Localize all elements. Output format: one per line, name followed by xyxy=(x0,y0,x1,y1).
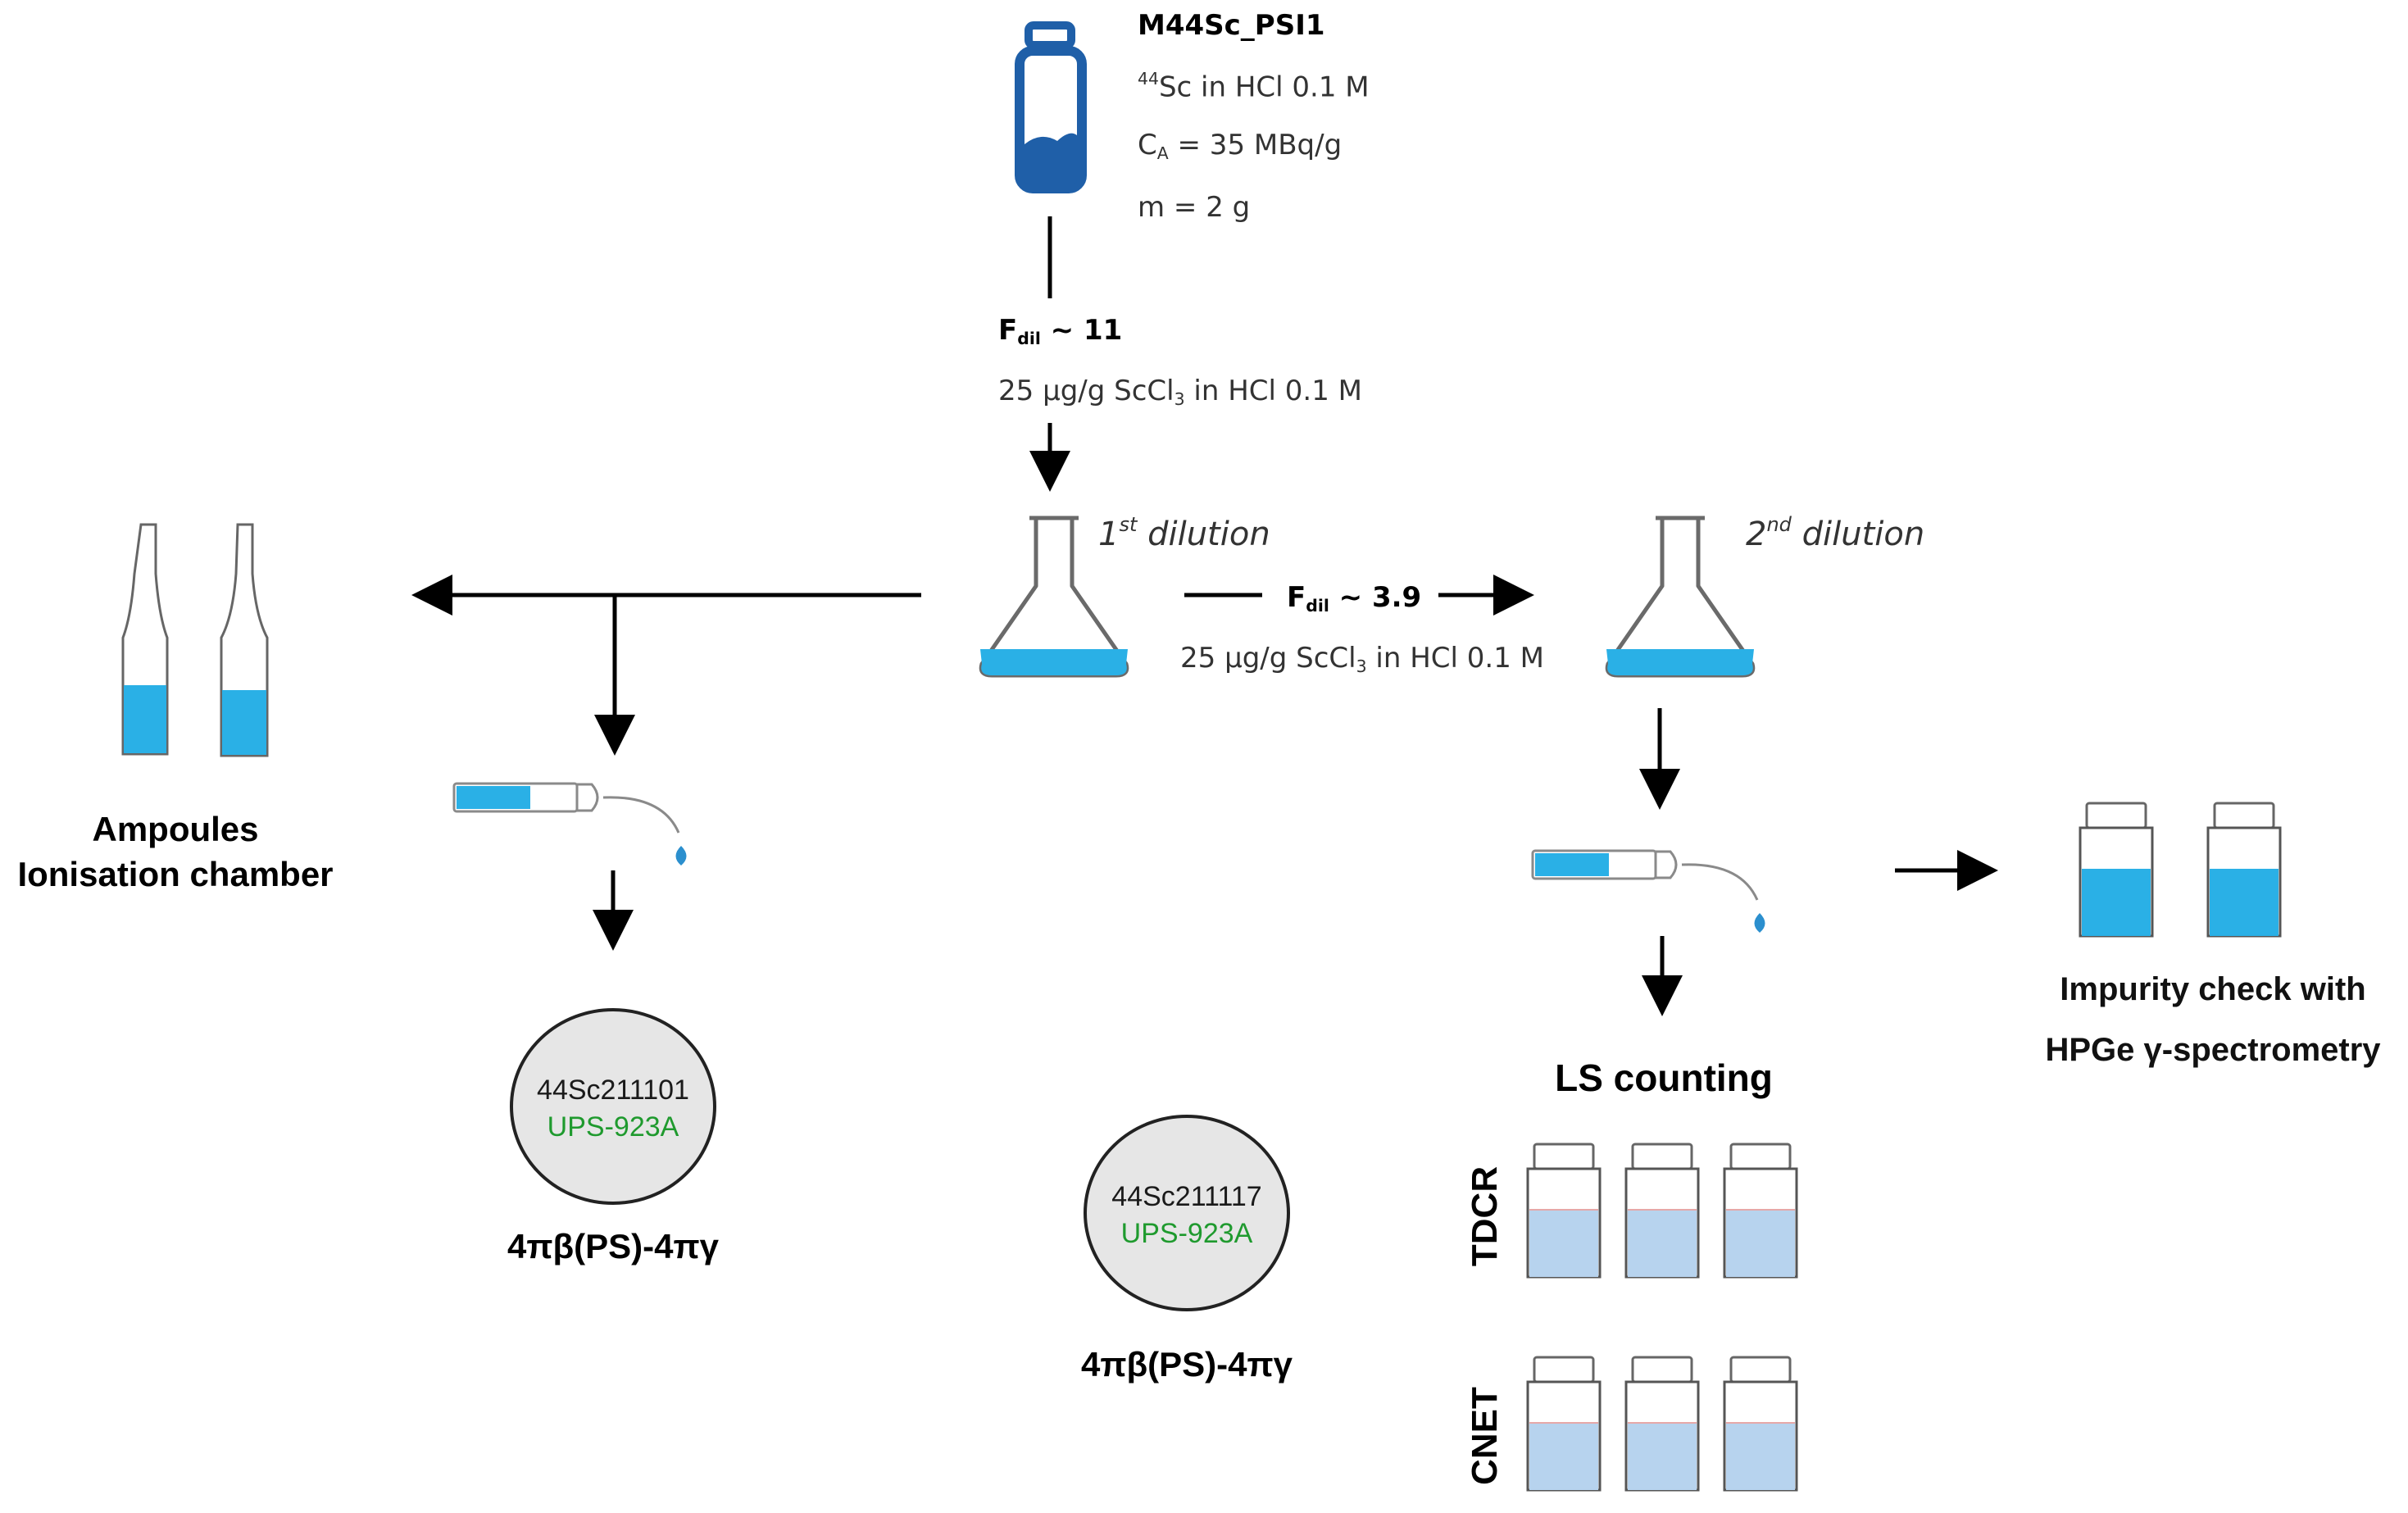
first-dilution-factor: Fdil ~ 11 xyxy=(998,314,1123,349)
source-2-method: 4πβ(PS)-4πγ xyxy=(1080,1345,1293,1384)
first-dilution-label: 1st dilution xyxy=(1098,513,1270,553)
cnet-vials-icon xyxy=(1526,1356,1798,1492)
second-dilution-flask-icon xyxy=(1606,518,1754,675)
stock-name: M44Sc_PSI1 xyxy=(1138,9,1325,42)
cnet-label: CNET xyxy=(1465,1387,1505,1485)
first-dilution-carrier: 25 μg/g ScCl3 in HCl 0.1 M xyxy=(998,375,1362,410)
stock-activity: CA = 35 MBq/g xyxy=(1138,129,1343,164)
source-2-ellipse xyxy=(1084,1115,1290,1311)
ls-counting-title: LS counting xyxy=(1555,1056,1773,1099)
pipette-left-icon xyxy=(452,782,688,867)
pipette-right-icon xyxy=(1531,849,1766,934)
stock-mass: m = 2 g xyxy=(1138,191,1251,224)
impurity-vials-icon xyxy=(2079,802,2282,938)
impurity-label: Impurity check with HPGe γ-spectrometry xyxy=(2045,971,2381,1068)
source-1-method: 4πβ(PS)-4πγ xyxy=(507,1227,719,1265)
stock-nuclide: 44Sc in HCl 0.1 M xyxy=(1138,69,1370,104)
second-dilution-factor: Fdil ~ 3.9 xyxy=(1287,581,1422,616)
source-2-text: 44Sc211117 UPS-923A xyxy=(1111,1181,1262,1249)
tdcr-vials-icon xyxy=(1526,1143,1798,1279)
source-1-ellipse xyxy=(510,1008,716,1205)
second-dilution-label: 2nd dilution xyxy=(1746,513,1925,553)
ampoules-label: Ampoules Ionisation chamber xyxy=(17,810,334,894)
stock-bottle-icon xyxy=(1015,21,1087,193)
source-1-text: 44Sc211101 UPS-923A xyxy=(537,1075,689,1143)
ampoules-icon xyxy=(121,523,269,757)
tdcr-label: TDCR xyxy=(1465,1165,1505,1267)
second-dilution-carrier: 25 μg/g ScCl3 in HCl 0.1 M xyxy=(1180,642,1544,677)
